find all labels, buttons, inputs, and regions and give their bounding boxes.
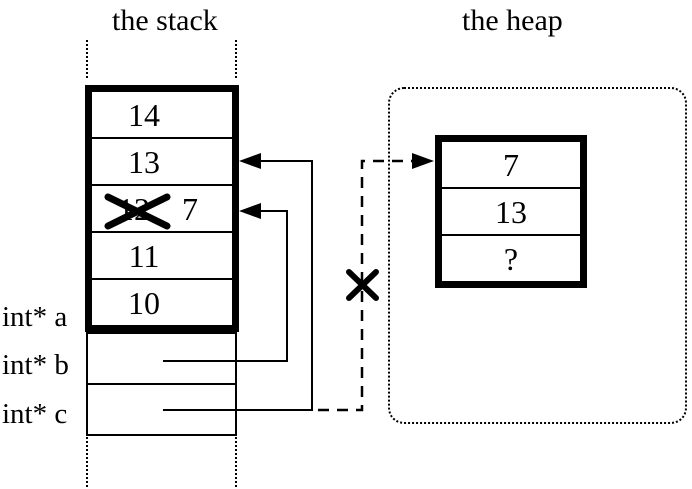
stack-cell-1: 13: [92, 139, 232, 186]
stack-cell-3-value: 11: [128, 237, 160, 274]
stack-column-guide-top-left: [86, 40, 88, 78]
stack-cell-0-value: 14: [128, 96, 160, 133]
stack-title: the stack: [112, 4, 218, 37]
stack-column-guide-top-right: [235, 40, 237, 78]
stack-cell-2-old-value: 12: [118, 190, 150, 227]
heap-cell-0-value: 7: [503, 146, 519, 183]
broken-pointer-x-icon: [346, 269, 379, 301]
stack-cell-4: 10: [92, 280, 232, 325]
heap-block-box: 7 13 ?: [435, 135, 587, 288]
heap-cell-1-value: 13: [495, 193, 527, 230]
pointer-variable-cells: [86, 332, 237, 436]
stack-cell-2-new-value: 7: [182, 190, 198, 227]
stack-column-guide-bottom-right: [235, 437, 237, 487]
pointer-cell-c: [88, 385, 235, 434]
pointer-b-arrowhead-icon: [239, 203, 261, 219]
label-int-ptr-c: int* c: [2, 398, 68, 430]
pointer-c-arrowhead-icon: [239, 153, 261, 169]
heap-cell-2: ?: [442, 236, 580, 281]
stack-cell-3: 11: [92, 233, 232, 280]
stack-column-guide-bottom-left: [86, 437, 88, 487]
heap-cell-1: 13: [442, 189, 580, 236]
stack-array-box: 14 13 12 7 11 10: [85, 85, 239, 332]
stack-cell-4-value: 10: [128, 284, 160, 321]
heap-cell-0: 7: [442, 142, 580, 189]
label-int-ptr-b: int* b: [2, 349, 69, 381]
stack-cell-2-overwritten: 12 7: [92, 186, 232, 233]
stack-cell-1-value: 13: [128, 143, 160, 180]
label-int-ptr-a: int* a: [2, 301, 68, 333]
stack-cell-0: 14: [92, 92, 232, 139]
heap-title: the heap: [462, 4, 563, 37]
pointer-cell-b: [88, 334, 235, 385]
heap-cell-2-value: ?: [503, 240, 519, 277]
